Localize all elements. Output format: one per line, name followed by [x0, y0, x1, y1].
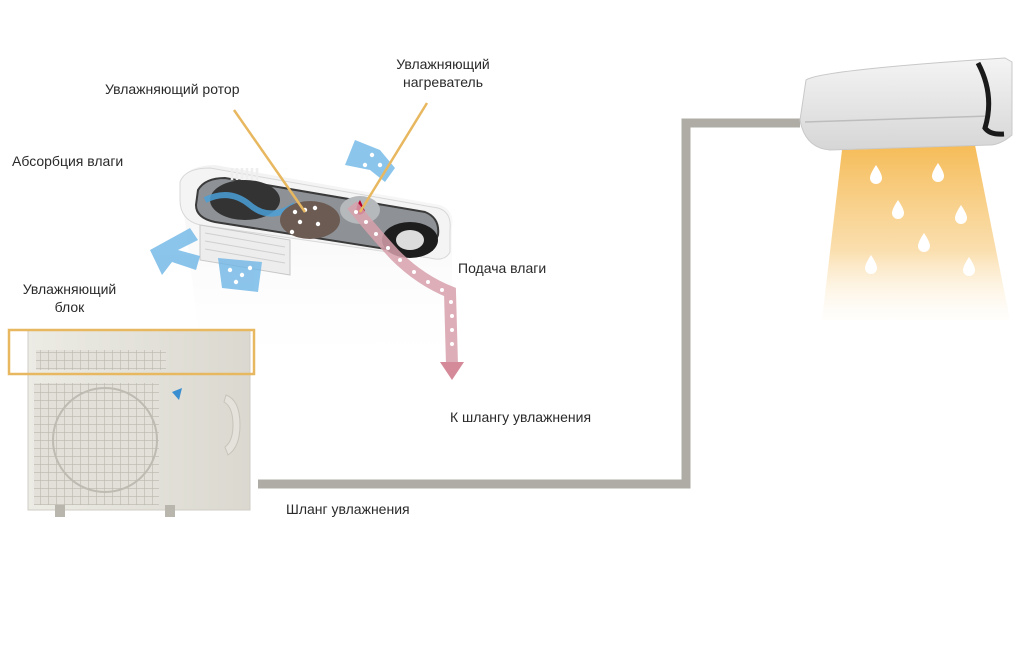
- humidifier-unit-cutaway: [150, 140, 464, 380]
- label-to-humidifying-hose: К шлангу увлажнения: [450, 409, 592, 425]
- indoor-ac-unit: [799, 57, 1013, 151]
- label-block-line2: блок: [54, 299, 85, 315]
- heater-leader-line: [358, 102, 429, 213]
- label-humidifying-rotor: Увлажняющий ротор: [105, 81, 240, 97]
- label-block-line1: Увлажняющий: [22, 281, 117, 297]
- label-moisture-absorption: Абсорбция влаги: [12, 153, 124, 169]
- label-humidifying-block: Увлажняющий блок: [12, 280, 127, 316]
- water-drop-icon: [865, 163, 975, 276]
- humidifying-hose-pipe: [258, 118, 800, 489]
- rotor-leader-line: [232, 109, 307, 213]
- humidifying-block-highlight: [7, 328, 256, 376]
- label-humidifying-heater: Увлажняющий нагреватель: [388, 55, 498, 91]
- label-humidifying-hose: Шланг увлажнения: [286, 501, 410, 517]
- leader-lines: [232, 102, 429, 213]
- label-heater-line1: Увлажняющий: [396, 56, 490, 72]
- outdoor-unit: [27, 329, 251, 517]
- rotor-icon: [280, 201, 340, 239]
- brand-logo-icon: [172, 388, 182, 400]
- label-heater-line2: нагреватель: [403, 74, 483, 90]
- label-moisture-supply: Подача влаги: [458, 260, 547, 276]
- moisture-arrow-head-icon: [440, 362, 464, 380]
- indoor-air-beam: [822, 145, 1010, 320]
